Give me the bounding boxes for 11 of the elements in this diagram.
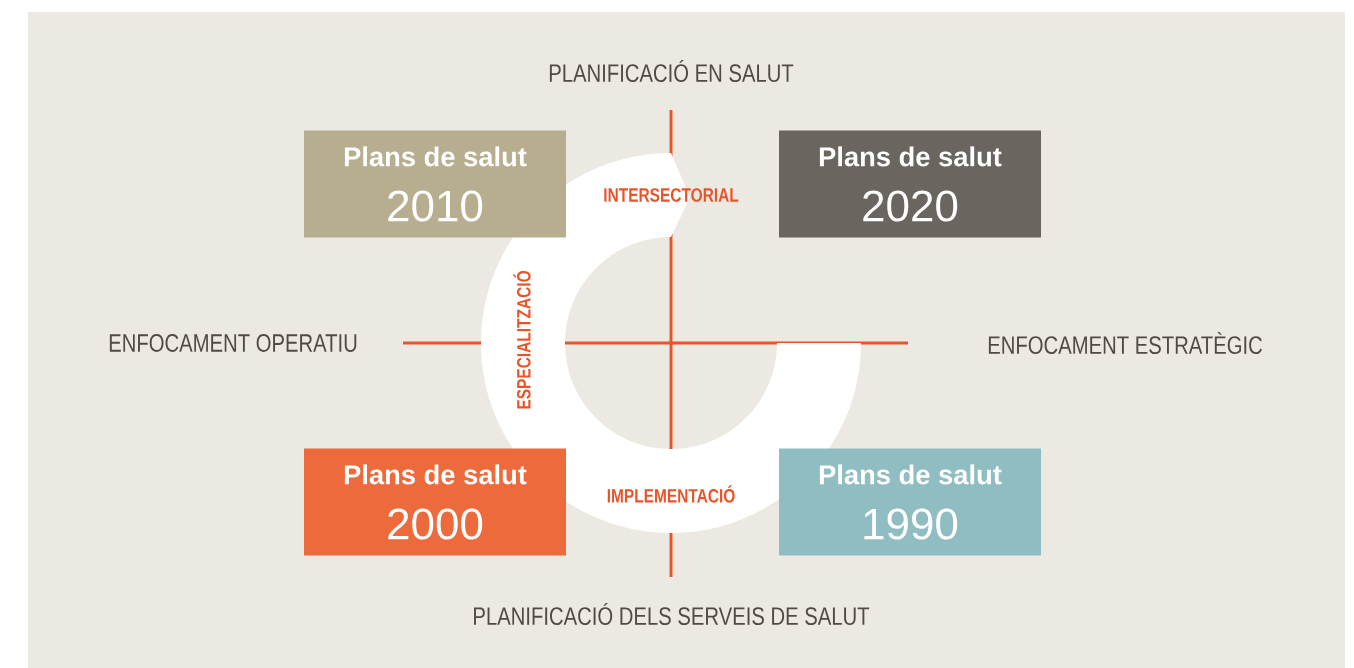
- axis-label: PLANIFICACIÓ DELS SERVEIS DE SALUT: [474, 602, 870, 626]
- plan-box: Plans de salut 1990: [779, 448, 1041, 556]
- axis-label: PLANIFICACIÓ EN SALUT: [549, 59, 794, 83]
- plan-box: Plans de salut 2010: [304, 130, 566, 238]
- axis-label: ENFOCAMENT ESTRATÈGIC: [988, 331, 1262, 355]
- cycle-label: IMPLEMENTACIÓ: [607, 485, 735, 503]
- cycle-label: ESPECIALITZACIÓ: [513, 271, 531, 409]
- axis-label: ENFOCAMENT OPERATIU: [109, 334, 357, 352]
- cycle-label: INTERSECTORIAL: [604, 188, 739, 202]
- plan-box: Plans de salut 2020: [779, 130, 1041, 238]
- plan-box: Plans de salut 2000: [304, 448, 566, 556]
